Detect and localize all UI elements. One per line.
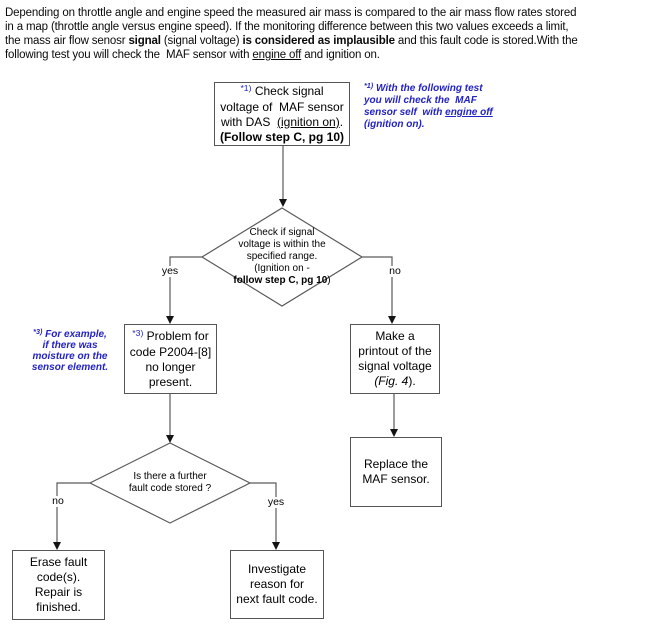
connector-decision1-yes: [169, 256, 202, 317]
arrowhead-box6: [272, 542, 280, 550]
branch-label-no-1: no: [387, 265, 403, 277]
arrowhead-decision2: [166, 435, 174, 443]
decision-signal-range-shape: [200, 207, 364, 307]
arrowhead-box5: [53, 542, 61, 550]
intro-paragraph: Depending on throttle angle and engine s…: [5, 7, 578, 61]
branch-label-no-2: no: [50, 495, 66, 507]
branch-label-yes-1: yes: [159, 265, 181, 277]
arrowhead-box3: [388, 316, 396, 324]
arrowhead-box2: [166, 316, 174, 324]
connector-decision2-yes: [250, 482, 277, 543]
arrowhead-box4: [390, 429, 398, 437]
branch-label-yes-2: yes: [265, 496, 287, 508]
connector-decision1-no: [362, 256, 393, 317]
connector-decision2-no: [56, 482, 90, 543]
decision-further-fault-shape: [88, 442, 252, 524]
arrowhead-decision1: [279, 199, 287, 207]
